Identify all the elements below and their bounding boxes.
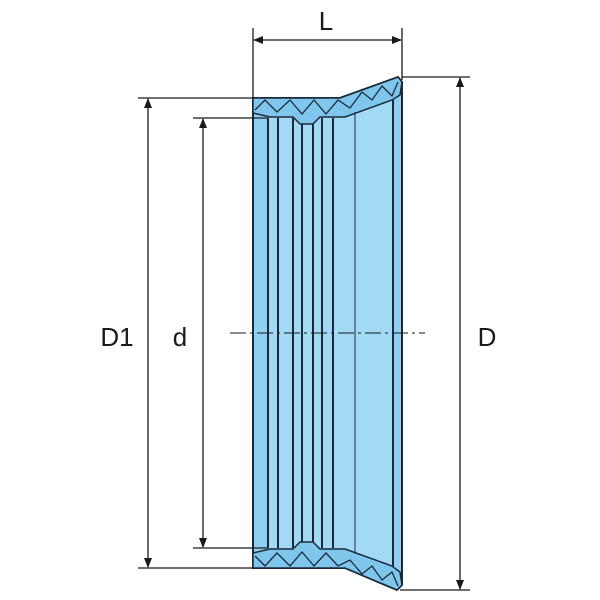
label-d: d xyxy=(173,322,187,352)
label-D1: D1 xyxy=(100,322,133,352)
bottom-hatch xyxy=(254,551,399,587)
bore-surface xyxy=(268,100,392,565)
label-D: D xyxy=(478,322,497,352)
label-L: L xyxy=(319,6,333,36)
top-lip xyxy=(252,76,403,125)
bottom-lip xyxy=(252,541,403,591)
top-hatch xyxy=(254,81,399,115)
